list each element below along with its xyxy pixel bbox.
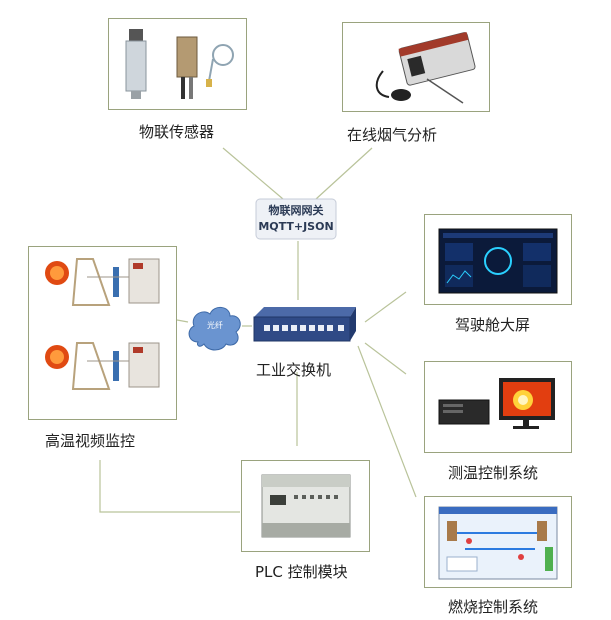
iot-sensor-box [108, 18, 247, 110]
switch-label: 工业交换机 [256, 361, 332, 379]
flue-gas-label: 在线烟气分析 [347, 126, 438, 144]
plc-module-image [261, 474, 351, 538]
link-video-cloud [176, 319, 189, 323]
temp-system-image [438, 378, 555, 429]
plc-box [241, 460, 370, 552]
pressure-sensor-image [125, 29, 234, 99]
cloud-icon [188, 307, 241, 351]
link-switch-temp [364, 342, 407, 375]
link-switch-combustion [357, 345, 417, 498]
gas-analyzer-image [375, 31, 476, 104]
combustion-box [424, 496, 572, 588]
temp-control-box [424, 361, 572, 453]
iot-gateway: 物联网网关 MQTT+JSON [255, 198, 337, 240]
combustion-label: 燃烧控制系统 [448, 598, 539, 616]
gateway-title: 物联网网关 [268, 204, 324, 217]
gateway-frame [255, 198, 337, 240]
gateway-protocol: MQTT+JSON [258, 220, 334, 233]
fiber-cloud: 光纤 [184, 298, 246, 354]
switch-icon [253, 307, 356, 342]
flue-gas-box [342, 22, 490, 112]
combustion-scada-image [438, 506, 558, 580]
hightemp-video-box [28, 246, 177, 420]
iot-sensor-label: 物联传感器 [139, 123, 215, 141]
link-fluegas-gateway [315, 147, 373, 200]
cockpit-screen-label: 驾驶舱大屏 [455, 316, 531, 334]
cockpit-screen-box [424, 214, 572, 305]
plc-label: PLC 控制模块 [255, 563, 348, 581]
furnace-camera-image [45, 258, 160, 390]
industrial-switch [250, 303, 358, 347]
link-sensor-gateway [222, 147, 284, 200]
temp-control-label: 测温控制系统 [448, 464, 539, 482]
hightemp-video-label: 高温视频监控 [45, 432, 136, 450]
link-switch-cockpit [364, 291, 407, 323]
dashboard-screen-image [438, 228, 558, 294]
cloud-label: 光纤 [207, 321, 223, 330]
link-video-plc [99, 460, 240, 513]
